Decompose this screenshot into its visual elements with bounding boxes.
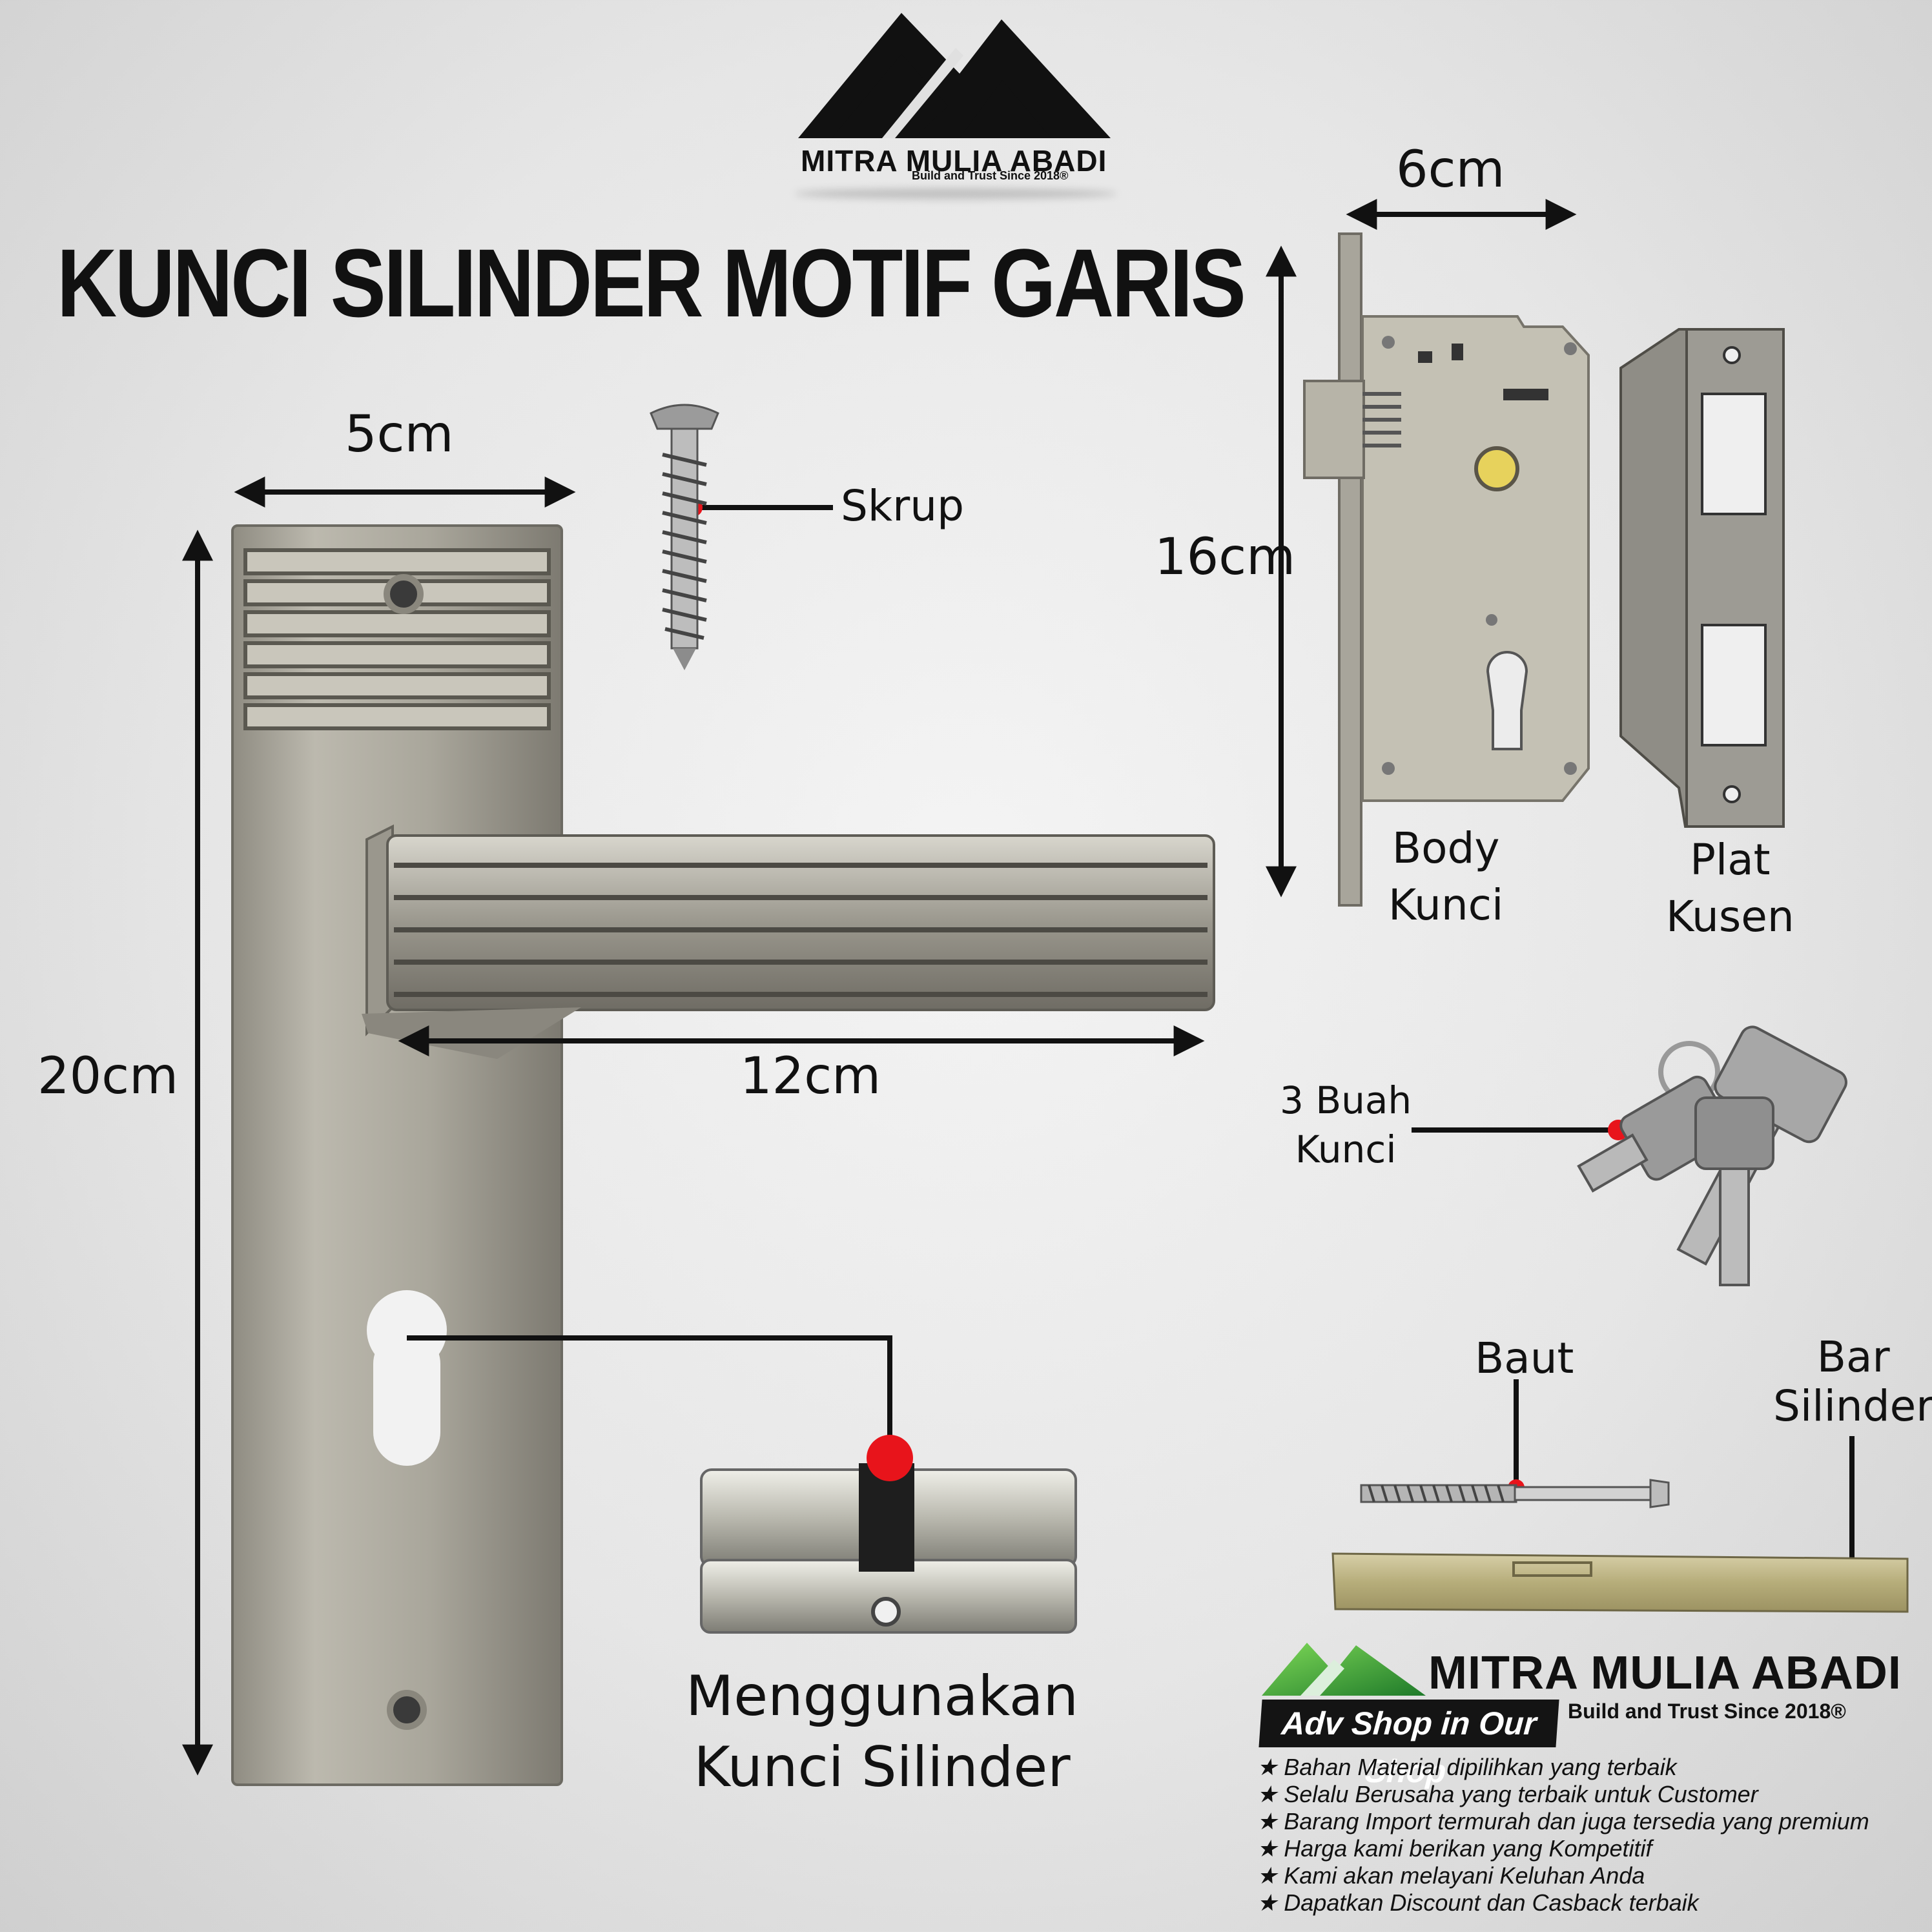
handle-width-label: 5cm: [345, 406, 454, 464]
footer-bullet-list: ★ Bahan Material dipilihkan yang terbaik…: [1257, 1754, 1869, 1917]
top-logo-shadow: [794, 189, 1117, 199]
body-width-label: 6cm: [1396, 141, 1505, 199]
keys-image: [1577, 1025, 1847, 1286]
footer-logo-mark: [1262, 1643, 1426, 1696]
top-logo-tagline: Build and Trust Since 2018®: [912, 169, 1069, 182]
top-logo-mark: [798, 13, 1111, 138]
footer-badge: Adv Shop in Our Shop: [1259, 1700, 1559, 1789]
top-logo-name: MITRA MULIA ABADI: [801, 144, 1107, 178]
footer-tagline: Build and Trust Since 2018®: [1568, 1700, 1846, 1723]
bullet-item: ★ Harga kami berikan yang Kompetitif: [1257, 1835, 1652, 1862]
page-title: KUNCI SILINDER MOTIF GARIS: [57, 229, 1246, 337]
bullet-item: ★ Kami akan melayani Keluhan Anda: [1257, 1862, 1645, 1889]
screw-label: Skrup: [841, 481, 964, 531]
lock-body-image: [1303, 232, 1590, 907]
handle-height-label: 20cm: [37, 1047, 179, 1105]
screw-image: [650, 404, 719, 670]
strike-plate-image: [1619, 328, 1785, 828]
body-height-label: 16cm: [1155, 528, 1296, 586]
bolt-label: Baut: [1475, 1333, 1574, 1383]
bullet-item: ★ Barang Import termurah dan juga tersed…: [1257, 1808, 1869, 1834]
cylinder-image: [700, 1463, 1077, 1634]
door-handle-image: [231, 524, 1215, 1786]
bullet-item: ★ Bahan Material dipilihkan yang terbaik: [1257, 1754, 1677, 1780]
bullet-item: ★ Selalu Berusaha yang terbaik untuk Cus…: [1257, 1781, 1758, 1807]
bolt-image: [1360, 1479, 1670, 1508]
footer-brand-name: MITRA MULIA ABADI: [1428, 1647, 1902, 1699]
lever-length-label: 12cm: [740, 1047, 881, 1105]
bar-silinder-image: [1331, 1552, 1909, 1613]
cylinder-marker-dot: [867, 1435, 913, 1481]
bullet-item: ★ Dapatkan Discount dan Casback terbaik: [1257, 1889, 1699, 1916]
